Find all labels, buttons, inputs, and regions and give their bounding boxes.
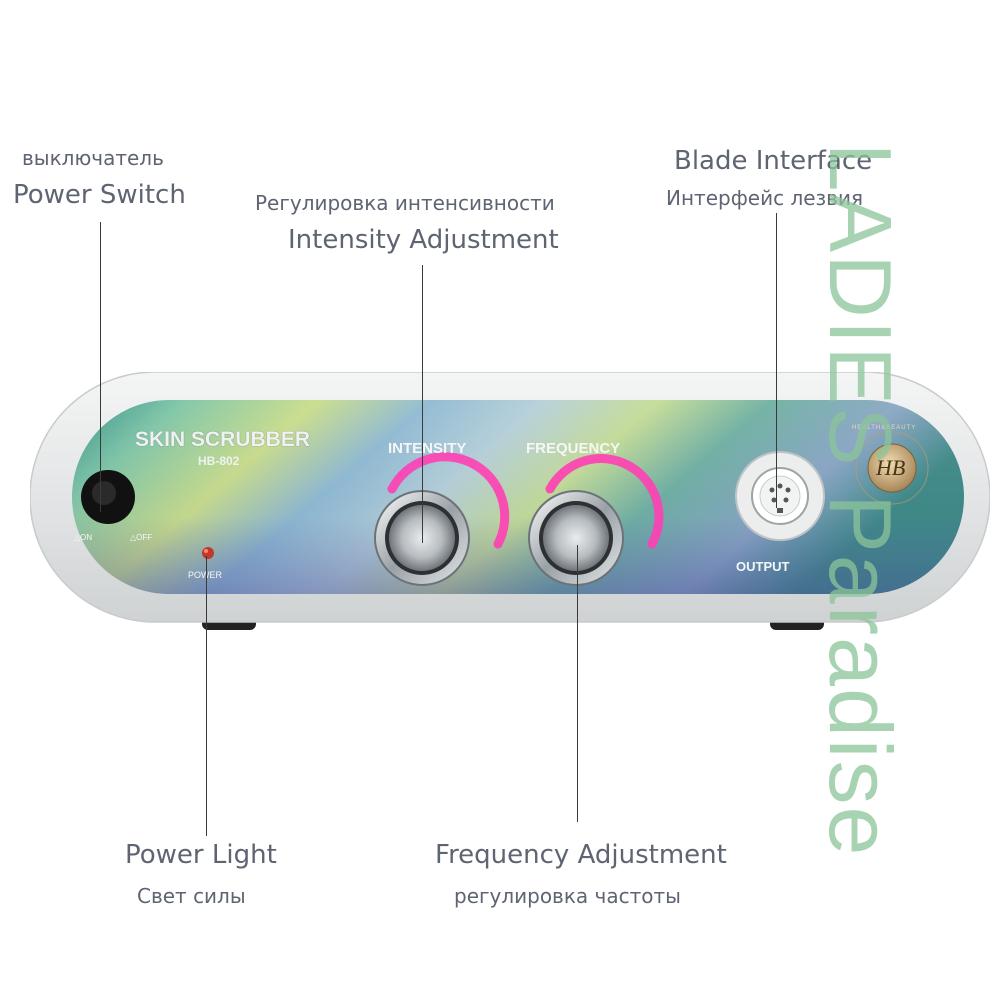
skin-scrubber-device: SKIN SCRUBBER HB-802 INTENSITY FREQUENCY… [30, 372, 990, 630]
frequency-leader-line [577, 545, 578, 822]
power-led [202, 547, 214, 559]
hb-logo: HB [876, 455, 906, 480]
intensity-label-en: Intensity Adjustment [288, 225, 559, 255]
frequency-panel-label: FREQUENCY [526, 440, 621, 457]
frequency-label-ru: регулировка частоты [454, 884, 681, 908]
output-panel-label: OUTPUT [736, 559, 790, 574]
frequency-knob[interactable] [529, 491, 623, 585]
brand-label: SKIN SCRUBBER [135, 428, 311, 451]
logo-ring-text: HEALTH&BEAUTY [852, 425, 917, 431]
switch-off-label: △OFF [130, 533, 153, 542]
power-switch[interactable] [81, 470, 135, 524]
intensity-leader-line [422, 265, 423, 543]
power-switch-label-en: Power Switch [13, 180, 186, 210]
blade-interface-label-en: Blade Interface [674, 146, 873, 176]
power-light-leader-line [206, 556, 207, 836]
power-switch-leader-line [100, 222, 101, 512]
intensity-panel-label: INTENSITY [388, 440, 467, 457]
power-light-label-ru: Свет силы [137, 884, 246, 908]
power-light-label-en: Power Light [125, 840, 277, 870]
model-label: HB-802 [198, 454, 240, 468]
power-switch-label-ru: выключатель [22, 146, 164, 170]
watermark: LADIES Paradise [811, 142, 910, 858]
power-panel-label: POWER [188, 570, 223, 580]
switch-on-label: △ON [74, 533, 93, 542]
frequency-label-en: Frequency Adjustment [435, 840, 727, 870]
blade-interface-leader-line [776, 213, 777, 508]
blade-interface-label-ru: Интерфейс лезвия [666, 186, 863, 210]
intensity-label-ru: Регулировка интенсивности [255, 191, 555, 215]
